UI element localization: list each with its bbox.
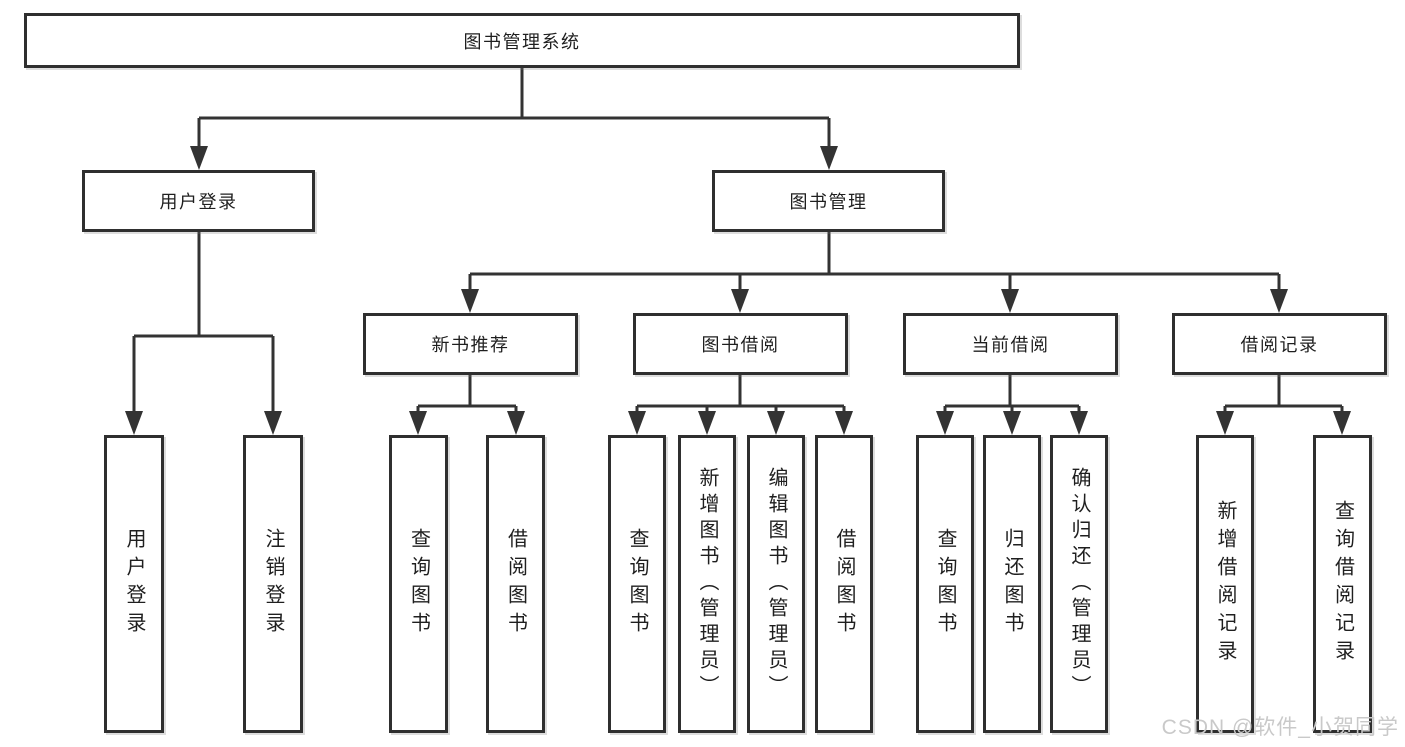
leaf-borrow-books-recommend: 借阅图书 (486, 435, 545, 733)
node-borrowing-records: 借阅记录 (1172, 313, 1387, 375)
leaf-query-borrow-record-label: 查询借阅记录 (1331, 500, 1354, 668)
arrowhead (1216, 411, 1234, 435)
node-current-borrowing-label: 当前借阅 (971, 335, 1050, 355)
arrowhead (1070, 411, 1088, 435)
leaf-borrow-books-borrowing: 借阅图书 (815, 435, 873, 733)
leaf-query-books-borrowing-label: 查询图书 (626, 528, 648, 640)
leaf-query-books-current: 查询图书 (916, 435, 974, 733)
node-new-book-recommendation-label: 新书推荐 (431, 335, 510, 355)
node-book-management-label: 图书管理 (789, 192, 868, 212)
leaf-query-books-borrowing: 查询图书 (608, 435, 666, 733)
leaf-add-books-admin-label: 新增图书（管理员） (696, 467, 718, 701)
leaf-logout-login-label: 注销登录 (262, 528, 284, 640)
node-root-label: 图书管理系统 (463, 31, 581, 52)
arrowhead (190, 146, 208, 170)
node-book-management: 图书管理 (712, 170, 945, 232)
leaf-add-borrow-record: 新增借阅记录 (1196, 435, 1254, 733)
arrowhead (835, 411, 853, 435)
leaf-query-books-recommend: 查询图书 (389, 435, 448, 733)
leaf-add-borrow-record-label: 新增借阅记录 (1214, 500, 1236, 668)
leaf-borrow-books-borrowing-label: 借阅图书 (833, 528, 855, 640)
node-book-borrowing: 图书借阅 (633, 313, 848, 375)
leaf-add-books-admin: 新增图书（管理员） (678, 435, 736, 733)
leaf-query-borrow-record: 查询借阅记录 (1313, 435, 1372, 733)
arrowhead (125, 411, 143, 435)
leaf-query-books-current-label: 查询图书 (934, 528, 956, 640)
node-user-login-label: 用户登录 (159, 192, 238, 212)
node-user-login: 用户登录 (82, 170, 315, 232)
node-borrowing-records-label: 借阅记录 (1240, 335, 1319, 355)
arrowhead (1333, 411, 1351, 435)
leaf-query-books-recommend-label: 查询图书 (407, 528, 430, 640)
arrowhead (1270, 289, 1288, 313)
leaf-confirm-return-admin: 确认归还（管理员） (1050, 435, 1108, 733)
leaf-user-login-label: 用户登录 (123, 528, 145, 640)
arrowhead (1001, 289, 1019, 313)
node-new-book-recommendation: 新书推荐 (363, 313, 578, 375)
arrowhead (1003, 411, 1021, 435)
leaf-confirm-return-admin-label: 确认归还（管理员） (1068, 467, 1090, 701)
arrowhead (767, 411, 785, 435)
leaf-edit-books-admin: 编辑图书（管理员） (747, 435, 805, 733)
watermark: CSDN @软件_小贺同学 (1161, 716, 1399, 739)
arrowhead (507, 411, 525, 435)
node-root: 图书管理系统 (24, 13, 1020, 68)
arrowhead (820, 146, 838, 170)
leaf-edit-books-admin-label: 编辑图书（管理员） (765, 467, 787, 701)
arrowhead (628, 411, 646, 435)
node-current-borrowing: 当前借阅 (903, 313, 1118, 375)
arrowhead (731, 289, 749, 313)
arrowhead (409, 411, 427, 435)
leaf-return-books: 归还图书 (983, 435, 1041, 733)
leaf-borrow-books-recommend-label: 借阅图书 (504, 528, 527, 640)
leaf-logout-login: 注销登录 (243, 435, 303, 733)
arrowhead (698, 411, 716, 435)
leaf-return-books-label: 归还图书 (1001, 528, 1023, 640)
leaf-user-login: 用户登录 (104, 435, 164, 733)
arrowhead (461, 289, 479, 313)
arrowhead (264, 411, 282, 435)
arrowhead (936, 411, 954, 435)
node-book-borrowing-label: 图书借阅 (701, 335, 780, 355)
